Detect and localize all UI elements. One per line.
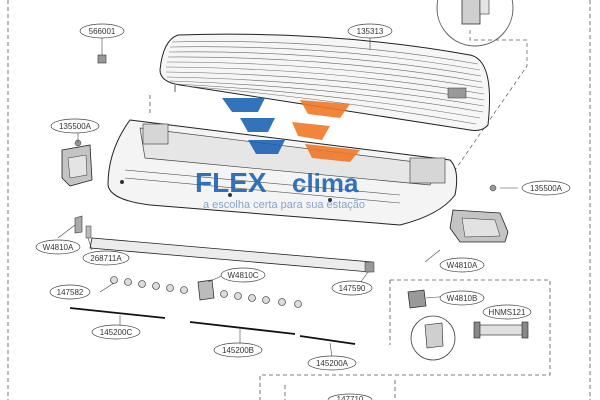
callout-135500a-left: 135500A	[50, 118, 100, 134]
flexclima-watermark: FLEX clima a escolha certa para sua esta…	[195, 98, 365, 211]
logo-bar-6	[305, 144, 360, 162]
svg-text:W4810C: W4810C	[227, 271, 258, 280]
watermark-logo-mark	[222, 98, 360, 162]
logo-bar-3	[248, 140, 285, 154]
callout-566001: 566001	[79, 23, 125, 39]
motor-w4810b	[407, 289, 456, 361]
callout-hnms121: HNMS121	[482, 304, 532, 320]
callout-w4810c: W4810C	[220, 267, 266, 283]
svg-text:W4810B: W4810B	[447, 294, 478, 303]
callout-145200c: 145200C	[91, 324, 141, 340]
logo-bar-1	[222, 98, 265, 112]
svg-text:W4810A: W4810A	[447, 261, 478, 270]
left-side-bracket	[61, 139, 93, 187]
callout-268711a: 268711A	[82, 250, 130, 266]
callout-145200b: 145200B	[213, 342, 263, 358]
link-w4810c	[197, 279, 215, 301]
svg-text:145200A: 145200A	[316, 359, 349, 368]
part-callouts: 566001 135313 135500A 135500A W4810A 268…	[35, 23, 571, 400]
callout-147590: 147590	[331, 280, 373, 296]
spring-268711a	[85, 225, 92, 239]
svg-text:135313: 135313	[357, 27, 384, 36]
leader-lines	[57, 38, 518, 358]
svg-text:HNMS121: HNMS121	[489, 308, 526, 317]
lower-right-assembly-frame	[259, 279, 551, 400]
svg-text:145200B: 145200B	[222, 346, 254, 355]
svg-text:147710: 147710	[337, 395, 364, 400]
svg-text:135500A: 135500A	[530, 184, 563, 193]
clip-w4810a-left	[74, 215, 83, 234]
callout-147582: 147582	[49, 284, 91, 300]
watermark-brand-flex: FLEX	[195, 167, 267, 198]
detail-circle-top-right	[436, 0, 528, 171]
callout-135500a-right: 135500A	[521, 180, 571, 196]
watermark-brand-clima: clima	[292, 168, 359, 198]
dashed-frame	[7, 0, 591, 400]
callout-w4810b: W4810B	[439, 290, 485, 306]
logo-bar-4	[300, 100, 350, 118]
horizontal-louver	[89, 237, 375, 273]
link-rods	[69, 307, 356, 345]
callout-w4810a-right: W4810A	[439, 257, 485, 273]
svg-text:145200C: 145200C	[100, 328, 133, 337]
logo-bar-5	[292, 122, 330, 140]
vane-pivot-row	[110, 276, 302, 308]
svg-text:135500A: 135500A	[59, 122, 92, 131]
connector-hnms121	[473, 321, 529, 339]
screw-566001	[97, 54, 107, 64]
callout-145200a: 145200A	[307, 355, 357, 371]
right-side-bracket	[449, 184, 509, 243]
logo-bar-2	[240, 118, 275, 132]
svg-text:566001: 566001	[89, 27, 116, 36]
callout-135313: 135313	[347, 23, 393, 39]
callout-w4810a-left: W4810A	[35, 239, 81, 255]
watermark-slogan: a escolha certa para sua estação	[203, 199, 365, 211]
svg-text:W4810A: W4810A	[43, 243, 74, 252]
main-chassis	[107, 119, 458, 226]
svg-text:147582: 147582	[57, 288, 84, 297]
svg-text:268711A: 268711A	[90, 254, 122, 263]
callout-bottom-cut: 147710	[327, 393, 373, 400]
front-grille-panel	[159, 33, 491, 131]
svg-text:147590: 147590	[339, 284, 366, 293]
